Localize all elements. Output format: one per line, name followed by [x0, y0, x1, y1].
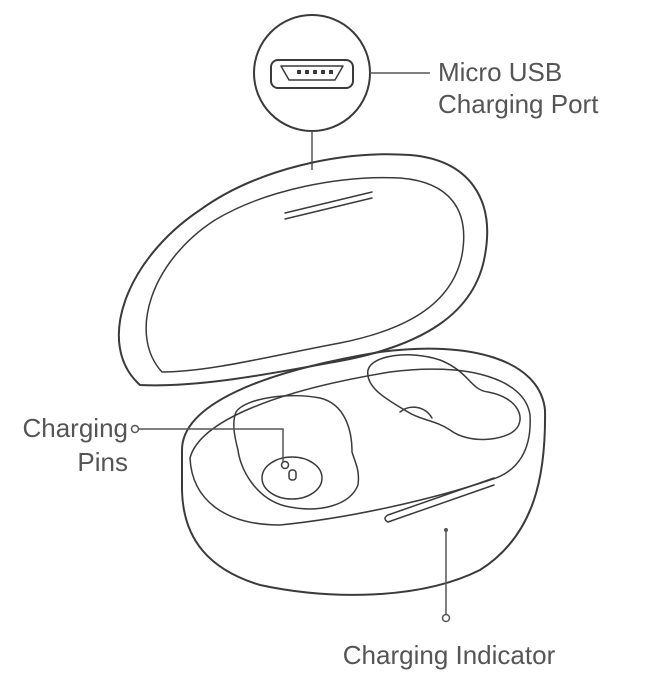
charging-pins: [280, 460, 297, 481]
base-rim: [189, 368, 531, 526]
indicator-slot-cap: [384, 514, 389, 523]
case-base: [181, 347, 547, 596]
charging-pin-1: [280, 460, 290, 470]
usb-port-inner: [280, 65, 344, 81]
usb-port-outline: [270, 59, 354, 89]
usb-label-line2: Charging Port: [438, 89, 599, 119]
base-outer: [181, 347, 547, 596]
indicator-leader-dot: [441, 613, 451, 623]
left-earbud-seat: [261, 456, 323, 500]
indicator-slot-top: [387, 477, 495, 516]
lid-slot-top: [284, 191, 373, 214]
indicator-slot-bottom: [387, 484, 495, 523]
indicator-label: Charging Indicator: [343, 640, 556, 670]
case-lid: [117, 153, 489, 387]
pins-label-line2: Pins: [77, 447, 128, 477]
lid-slot-bottom: [284, 197, 373, 220]
usb-port-callout: [253, 14, 430, 170]
right-earbud-cavity: [367, 354, 521, 441]
usb-port-contacts: [297, 70, 333, 74]
pins-leader-dot: [130, 424, 140, 434]
charging-pin-2: [288, 469, 297, 481]
right-earbud-pin-edge: [399, 406, 433, 419]
usb-label-line1: Micro USB: [438, 57, 562, 87]
lid-inner: [145, 176, 465, 373]
pins-label-line1: Charging: [22, 413, 128, 443]
left-earbud-cavity: [233, 394, 360, 510]
pins-leader-line: [139, 428, 284, 462]
